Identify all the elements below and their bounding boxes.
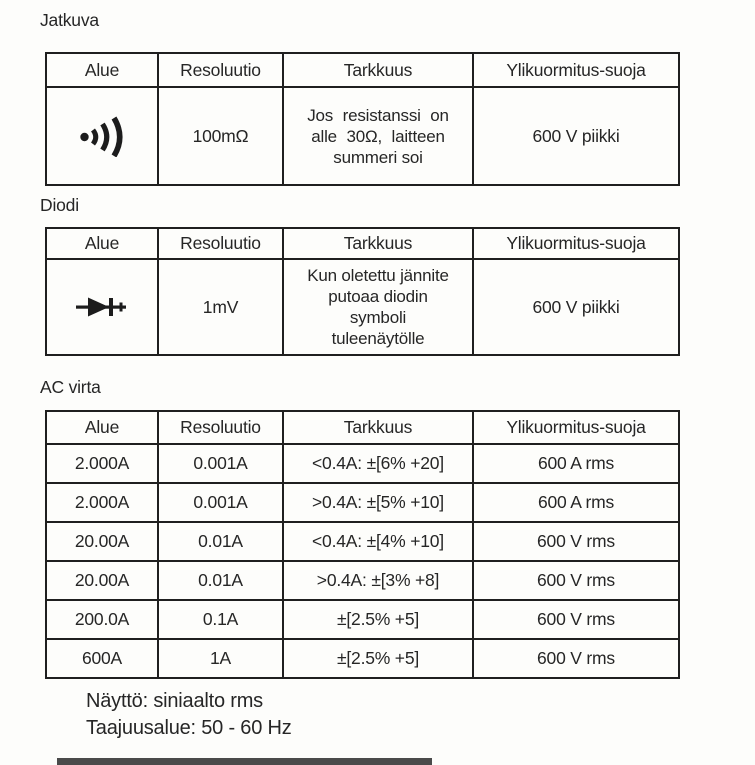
- table-row: 200.0A 0.1A ±[2.5% +5] 600 V rms: [45, 599, 680, 640]
- resoluutio-cell: 0.01A: [157, 521, 284, 562]
- tarkkuus-cell: ±[2.5% +5]: [282, 599, 474, 640]
- resoluutio-cell: 0.01A: [157, 560, 284, 601]
- alue-cell: 20.00A: [45, 560, 159, 601]
- table-row: 100mΩ Jos resistanssi on alle 30Ω, laitt…: [45, 86, 680, 186]
- ylikuormitus-cell: 600 A rms: [472, 482, 680, 523]
- ylikuormitus-cell: 600 V rms: [472, 560, 680, 601]
- table-header-row: Alue Resoluutio Tarkkuus Ylikuormitus-su…: [45, 410, 680, 445]
- tarkkuus-cell: >0.4A: ±[5% +10]: [282, 482, 474, 523]
- table-row: 600A 1A ±[2.5% +5] 600 V rms: [45, 638, 680, 679]
- ylikuormitus-cell: 600 V rms: [472, 521, 680, 562]
- alue-cell: [45, 86, 159, 186]
- alue-cell: 200.0A: [45, 599, 159, 640]
- resoluutio-cell: 1A: [157, 638, 284, 679]
- resoluutio-cell: 0.1A: [157, 599, 284, 640]
- section-title-diodi: Diodi: [40, 195, 79, 215]
- tarkkuus-cell: >0.4A: ±[3% +8]: [282, 560, 474, 601]
- cutoff-section-bar: [57, 758, 432, 765]
- alue-cell: 20.00A: [45, 521, 159, 562]
- column-header-tarkkuus: Tarkkuus: [282, 410, 474, 445]
- multimeter-spec-page: Jatkuva Alue Resoluutio Tarkkuus Ylikuor…: [0, 10, 755, 765]
- tarkkuus-cell: <0.4A: ±[6% +20]: [282, 443, 474, 484]
- tarkkuus-line: summeri soi: [333, 147, 423, 167]
- resoluutio-cell: 100mΩ: [157, 86, 284, 186]
- tarkkuus-line: Kun oletettu jännite: [307, 266, 449, 285]
- tarkkuus-cell: ±[2.5% +5]: [282, 638, 474, 679]
- tarkkuus-line: Jos resistanssi on: [307, 105, 449, 125]
- resoluutio-cell: 0.001A: [157, 482, 284, 523]
- tarkkuus-line: putoaa diodin: [328, 287, 428, 306]
- column-header-ylikuormitus: Ylikuormitus-suoja: [472, 52, 680, 88]
- ylikuormitus-cell: 600 V piikki: [472, 86, 680, 186]
- column-header-alue: Alue: [45, 227, 159, 260]
- ylikuormitus-cell: 600 V piikki: [472, 258, 680, 356]
- frequency-range-note: Taajuusalue: 50 - 60 Hz: [86, 717, 292, 739]
- table-header-row: Alue Resoluutio Tarkkuus Ylikuormitus-su…: [45, 227, 680, 260]
- table-row: 20.00A 0.01A <0.4A: ±[4% +10] 600 V rms: [45, 521, 680, 562]
- column-header-alue: Alue: [45, 52, 159, 88]
- ylikuormitus-cell: 600 V rms: [472, 599, 680, 640]
- ylikuormitus-cell: 600 A rms: [472, 443, 680, 484]
- alue-cell: 2.000A: [45, 482, 159, 523]
- column-header-resoluutio: Resoluutio: [157, 410, 284, 445]
- column-header-resoluutio: Resoluutio: [157, 227, 284, 260]
- diodi-table: Alue Resoluutio Tarkkuus Ylikuormitus-su…: [45, 227, 680, 356]
- alue-cell: [45, 258, 159, 356]
- ylikuormitus-cell: 600 V rms: [472, 638, 680, 679]
- table-row: 20.00A 0.01A >0.4A: ±[3% +8] 600 V rms: [45, 560, 680, 601]
- resoluutio-cell: 1mV: [157, 258, 284, 356]
- footer-notes: Näyttö: siniaalto rms Taajuusalue: 50 - …: [86, 688, 755, 742]
- tarkkuus-line: alle 30Ω, laitteen: [311, 126, 445, 146]
- column-header-ylikuormitus: Ylikuormitus-suoja: [472, 410, 680, 445]
- continuity-buzzer-icon: [80, 116, 123, 157]
- diode-icon: [76, 297, 126, 317]
- display-note: Näyttö: siniaalto rms: [86, 690, 263, 712]
- alue-cell: 2.000A: [45, 443, 159, 484]
- resoluutio-cell: 0.001A: [157, 443, 284, 484]
- column-header-resoluutio: Resoluutio: [157, 52, 284, 88]
- tarkkuus-cell: Kun oletettu jännite putoaa diodin symbo…: [282, 258, 474, 356]
- tarkkuus-line: symboli: [349, 308, 407, 327]
- column-header-tarkkuus: Tarkkuus: [282, 52, 474, 88]
- table-header-row: Alue Resoluutio Tarkkuus Ylikuormitus-su…: [45, 52, 680, 88]
- section-title-jatkuva: Jatkuva: [40, 10, 99, 30]
- table-row: 2.000A 0.001A >0.4A: ±[5% +10] 600 A rms: [45, 482, 680, 523]
- alue-cell: 600A: [45, 638, 159, 679]
- tarkkuus-line: tuleenäytölle: [331, 329, 425, 348]
- tarkkuus-cell: Jos resistanssi on alle 30Ω, laitteen su…: [282, 86, 474, 186]
- jatkuva-table: Alue Resoluutio Tarkkuus Ylikuormitus-su…: [45, 52, 680, 186]
- table-row: 1mV Kun oletettu jännite putoaa diodin s…: [45, 258, 680, 356]
- ac-virta-table: Alue Resoluutio Tarkkuus Ylikuormitus-su…: [45, 410, 680, 679]
- table-row: 2.000A 0.001A <0.4A: ±[6% +20] 600 A rms: [45, 443, 680, 484]
- section-title-ac-virta: AC virta: [40, 377, 101, 397]
- tarkkuus-cell: <0.4A: ±[4% +10]: [282, 521, 474, 562]
- column-header-ylikuormitus: Ylikuormitus-suoja: [472, 227, 680, 260]
- column-header-tarkkuus: Tarkkuus: [282, 227, 474, 260]
- column-header-alue: Alue: [45, 410, 159, 445]
